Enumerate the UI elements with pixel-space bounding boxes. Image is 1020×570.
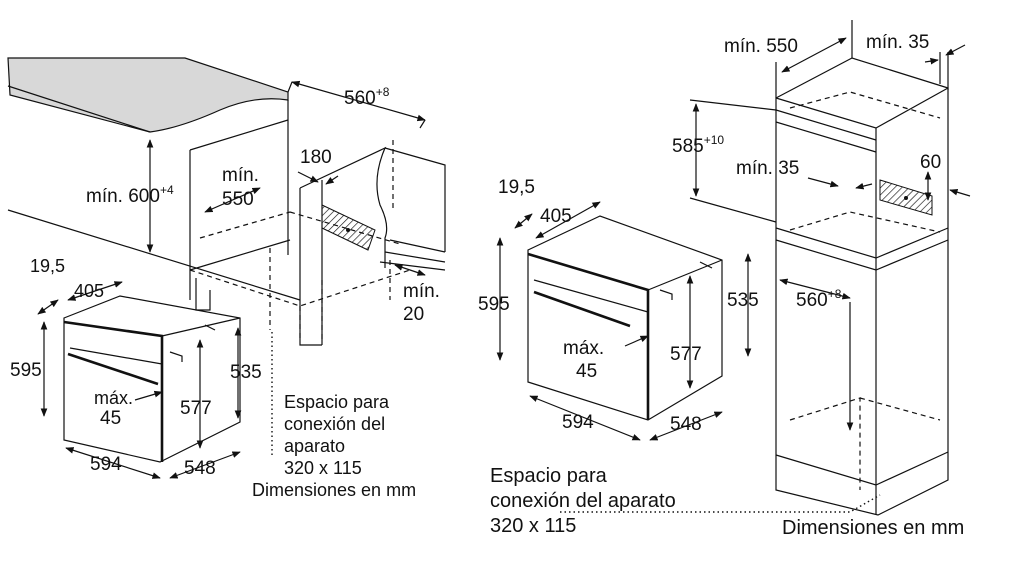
label-max45-a: máx. xyxy=(94,388,133,408)
label-19-5: 19,5 xyxy=(30,256,65,276)
label-min600: mín. 600+4 xyxy=(86,183,174,207)
label-min550-a: mín. xyxy=(222,165,259,186)
note-r-line2: conexión del aparato xyxy=(490,490,676,512)
label-max45-b: 45 xyxy=(100,408,121,429)
label-548: 548 xyxy=(184,458,216,479)
note-r-line3: 320 x 115 xyxy=(490,515,576,537)
label-535: 535 xyxy=(230,362,262,383)
label-r-585: 585+10 xyxy=(672,133,724,157)
left-labels: mín. 600+4 mín. 550 560+8 180 mín. 20 19… xyxy=(10,85,440,500)
dim-560-line xyxy=(291,80,426,122)
units-note-left: Dimensiones en mm xyxy=(252,480,416,500)
note-line2: conexión del xyxy=(284,414,385,434)
label-r-min35-mid: mín. 35 xyxy=(736,158,799,179)
label-r-548: 548 xyxy=(670,414,702,435)
label-r-594: 594 xyxy=(562,412,594,433)
label-560: 560+8 xyxy=(344,85,390,109)
label-r-560: 560+8 xyxy=(796,287,842,311)
left-installation-drawing xyxy=(7,57,446,479)
right-oven-door xyxy=(527,252,650,420)
label-r-min550: mín. 550 xyxy=(724,36,798,57)
label-r-535: 535 xyxy=(727,290,759,311)
dim-min20-line xyxy=(394,264,426,276)
label-r-19-5: 19,5 xyxy=(498,177,535,198)
left-connection-zone xyxy=(321,204,376,251)
label-r-min35-top: mín. 35 xyxy=(866,32,929,53)
label-594: 594 xyxy=(90,454,122,475)
units-note-right: Dimensiones en mm xyxy=(782,517,964,539)
countertop xyxy=(7,57,289,133)
label-r-595: 595 xyxy=(478,294,510,315)
label-min550-b: 550 xyxy=(222,189,254,210)
label-577: 577 xyxy=(180,398,212,419)
right-installation-drawing xyxy=(496,20,971,516)
label-r-max45-a: máx. xyxy=(563,338,604,359)
label-min20-a: mín. xyxy=(403,281,440,302)
dim-r-min550-line xyxy=(781,37,847,73)
dim-r-560-line xyxy=(779,278,851,300)
label-r-577: 577 xyxy=(670,344,702,365)
label-180: 180 xyxy=(300,147,332,168)
label-min20-b: 20 xyxy=(403,304,424,325)
note-line4: 320 x 115 xyxy=(284,458,362,478)
note-line1: Espacio para xyxy=(284,392,390,412)
label-r-60: 60 xyxy=(920,152,941,173)
dim-min550-line xyxy=(204,187,261,213)
note-line3: aparato xyxy=(284,436,345,456)
label-405: 405 xyxy=(74,281,104,301)
label-r-max45-b: 45 xyxy=(576,361,597,382)
right-labels: mín. 550 mín. 35 585+10 mín. 35 60 19,5 … xyxy=(478,32,964,539)
label-595: 595 xyxy=(10,360,42,381)
label-r-405: 405 xyxy=(540,206,572,227)
note-r-line1: Espacio para xyxy=(490,465,608,487)
